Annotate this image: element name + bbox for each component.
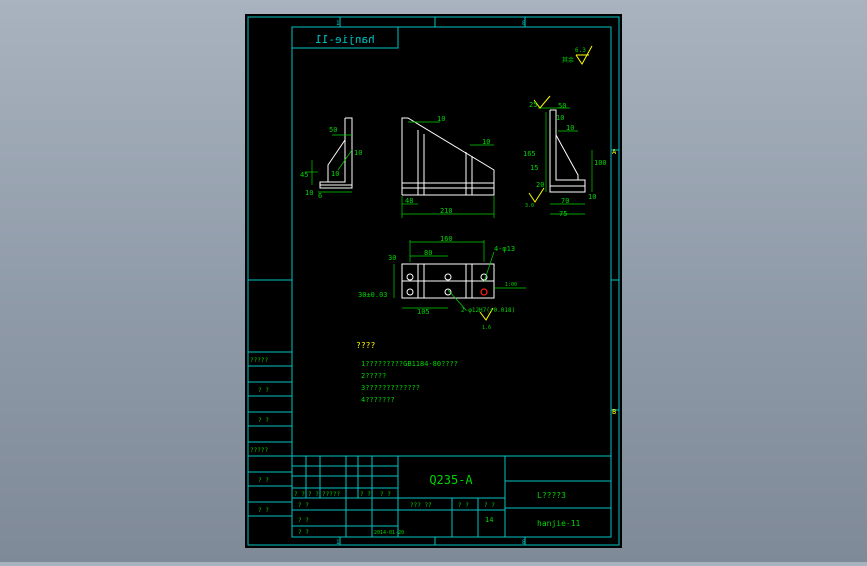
drawing-date: 2014-01-20 [374,530,404,536]
side-weld-mark-icon [533,95,551,109]
title-block: Q235-A L????3 hanjie-11 14 2014-01-20 ? … [291,455,612,538]
side-dim-6: 20 [536,181,544,189]
left-view: 50 10 10 45 10 6 [300,117,362,200]
stack-label-1: ? ? [258,387,269,394]
top-dim-4: 30±0.03 [358,291,388,299]
tb-cell-2: ????? [322,491,340,498]
tb-cell-9: ? ? [458,502,469,509]
zone-top-1: 1 [336,20,340,27]
outer-frame [247,16,620,546]
title-strip-text: hanjie-11 [315,33,375,46]
roughness-rest: 其余 [562,56,574,64]
top-dim-1: 80 [424,249,432,257]
side-dim-3: 10 [556,114,564,122]
drawing-name: L????3 [537,491,566,500]
tb-cell-3: ? ? [360,491,371,498]
top-roughness-icon [479,307,494,321]
side-view: 25 50 10 10 165 100 20 10 15 70 75 3.0 [523,95,607,218]
tb-cell-6: ? ? [298,517,309,524]
top-view: 160 80 4-φ13 30 30±0.03 105 2-φ12H7(+0.0… [358,235,526,331]
roughness-symbol-icon: 6.3 其余 [562,45,593,65]
left-dim-4: 10 [331,170,339,178]
left-dim-2: 10 [305,189,313,197]
title-strip-box [291,26,399,49]
front-dim-1: 10 [482,138,490,146]
top-dim-0: 160 [440,235,453,243]
notes-heading: ???? [356,341,375,350]
left-dim-5: 6 [318,192,322,200]
left-dim-1: 10 [354,149,362,157]
hole-highlight-icon [480,288,488,296]
side-dim-0: 25 [529,101,537,109]
note-line-2: 2????? [361,372,386,380]
side-weld-mark-lower-icon [528,187,545,203]
tb-cell-8: ??? ?? [410,502,432,509]
side-dim-5: 100 [594,159,607,167]
drawing-code: hanjie-11 [537,519,581,528]
side-dim-10: 75 [559,210,567,218]
side-dim-8: 15 [530,164,538,172]
tb-cell-5: ? ? [298,502,309,509]
left-dim-3: 45 [300,171,308,179]
top-dim-7: 1.6 [482,325,491,331]
note-line-1: 1?????????GB1184-80???? [361,360,458,368]
side-dim-2: 10 [566,124,574,132]
front-view: 10 10 48 210 [401,115,495,218]
roughness-value: 6.3 [575,47,586,54]
zone-bottom-8: 8 [522,539,526,546]
zone-right-a: A [612,148,617,156]
front-dim-0: 10 [437,115,445,123]
tb-cell-1: ? ? [308,491,319,498]
side-dim-9: 70 [561,197,569,205]
zone-top-8: 8 [522,20,526,27]
left-signature-stack: ????? ? ? ? ? ????? ? ? ? ? [247,351,293,517]
top-dim-8: 1:00 [505,282,517,288]
side-dim-4: 165 [523,150,536,158]
side-dim-7: 10 [588,193,596,201]
tb-cell-4: ? ? [380,491,391,498]
note-line-3: 3????????????? [361,384,420,392]
stack-label-4: ? ? [258,477,269,484]
zone-right-b: B [612,408,616,416]
zone-bottom-1: 1 [336,539,340,546]
technical-notes: ???? 1?????????GB1184-80???? 2????? 3???… [356,341,458,404]
tb-cell-0: ? ? [294,491,305,498]
stack-label-0: ????? [250,357,268,364]
front-dim-3: 210 [440,207,453,215]
sheet-count: 14 [485,516,493,524]
stack-label-2: ? ? [258,417,269,424]
top-dim-6: 2-φ12H7(+0.018) [461,307,515,314]
stack-label-3: ????? [250,447,268,454]
stack-label-5: ? ? [258,507,269,514]
top-dim-3: 30 [388,254,396,262]
material-label: Q235-A [429,473,473,487]
note-line-4: 4??????? [361,396,395,404]
left-dim-0: 50 [329,126,337,134]
tb-cell-7: ? ? [298,529,309,536]
front-dim-2: 48 [405,197,413,205]
zone-ticks [248,17,619,545]
side-dim-1: 50 [558,102,566,110]
top-dim-5: 105 [417,308,430,316]
tb-cell-10: ? ? [484,502,495,509]
top-dim-2: 4-φ13 [494,245,515,253]
side-dim-11: 3.0 [525,203,534,209]
